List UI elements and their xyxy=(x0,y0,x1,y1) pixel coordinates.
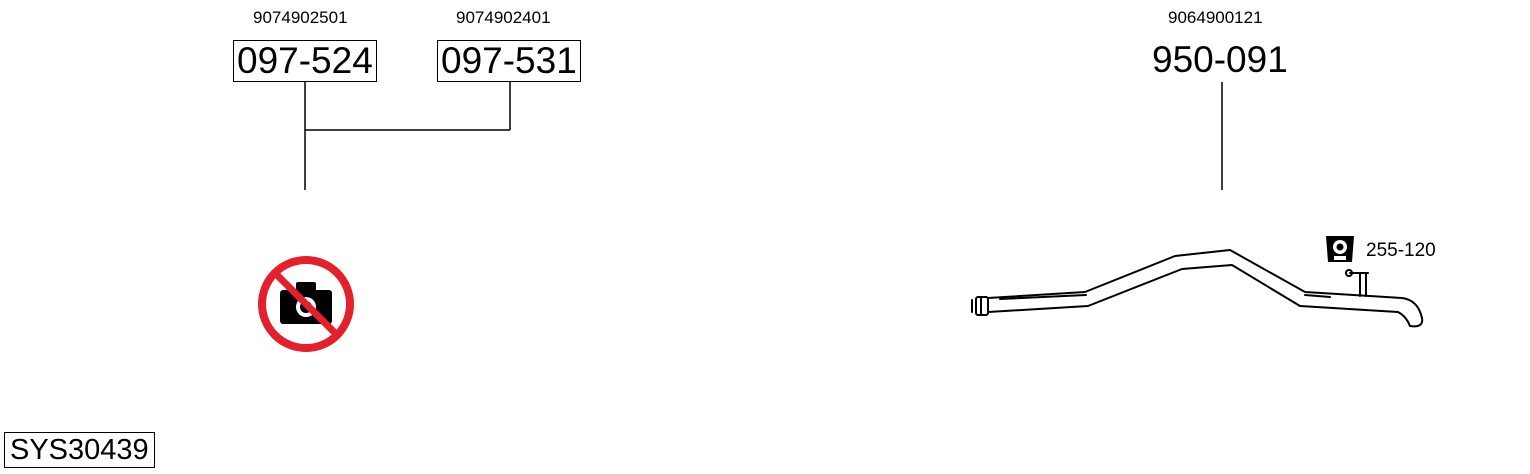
oem-number-1: 9074902501 xyxy=(253,8,348,27)
part-number-097-531[interactable]: 097-531 xyxy=(437,40,581,82)
pipe-drawing-950-091 xyxy=(971,249,1424,328)
no-photo-icon xyxy=(258,256,354,352)
clamp-icon xyxy=(1326,236,1354,262)
clamp-number[interactable]: 255-120 xyxy=(1366,240,1436,261)
system-code: SYS30439 xyxy=(4,432,155,468)
connector-lines-left xyxy=(304,82,511,190)
oem-number-2: 9074902401 xyxy=(456,8,551,27)
part-number-097-524[interactable]: 097-524 xyxy=(233,40,377,82)
oem-number-3: 9064900121 xyxy=(1168,8,1263,27)
part-number-950-091[interactable]: 950-091 xyxy=(1152,39,1288,80)
